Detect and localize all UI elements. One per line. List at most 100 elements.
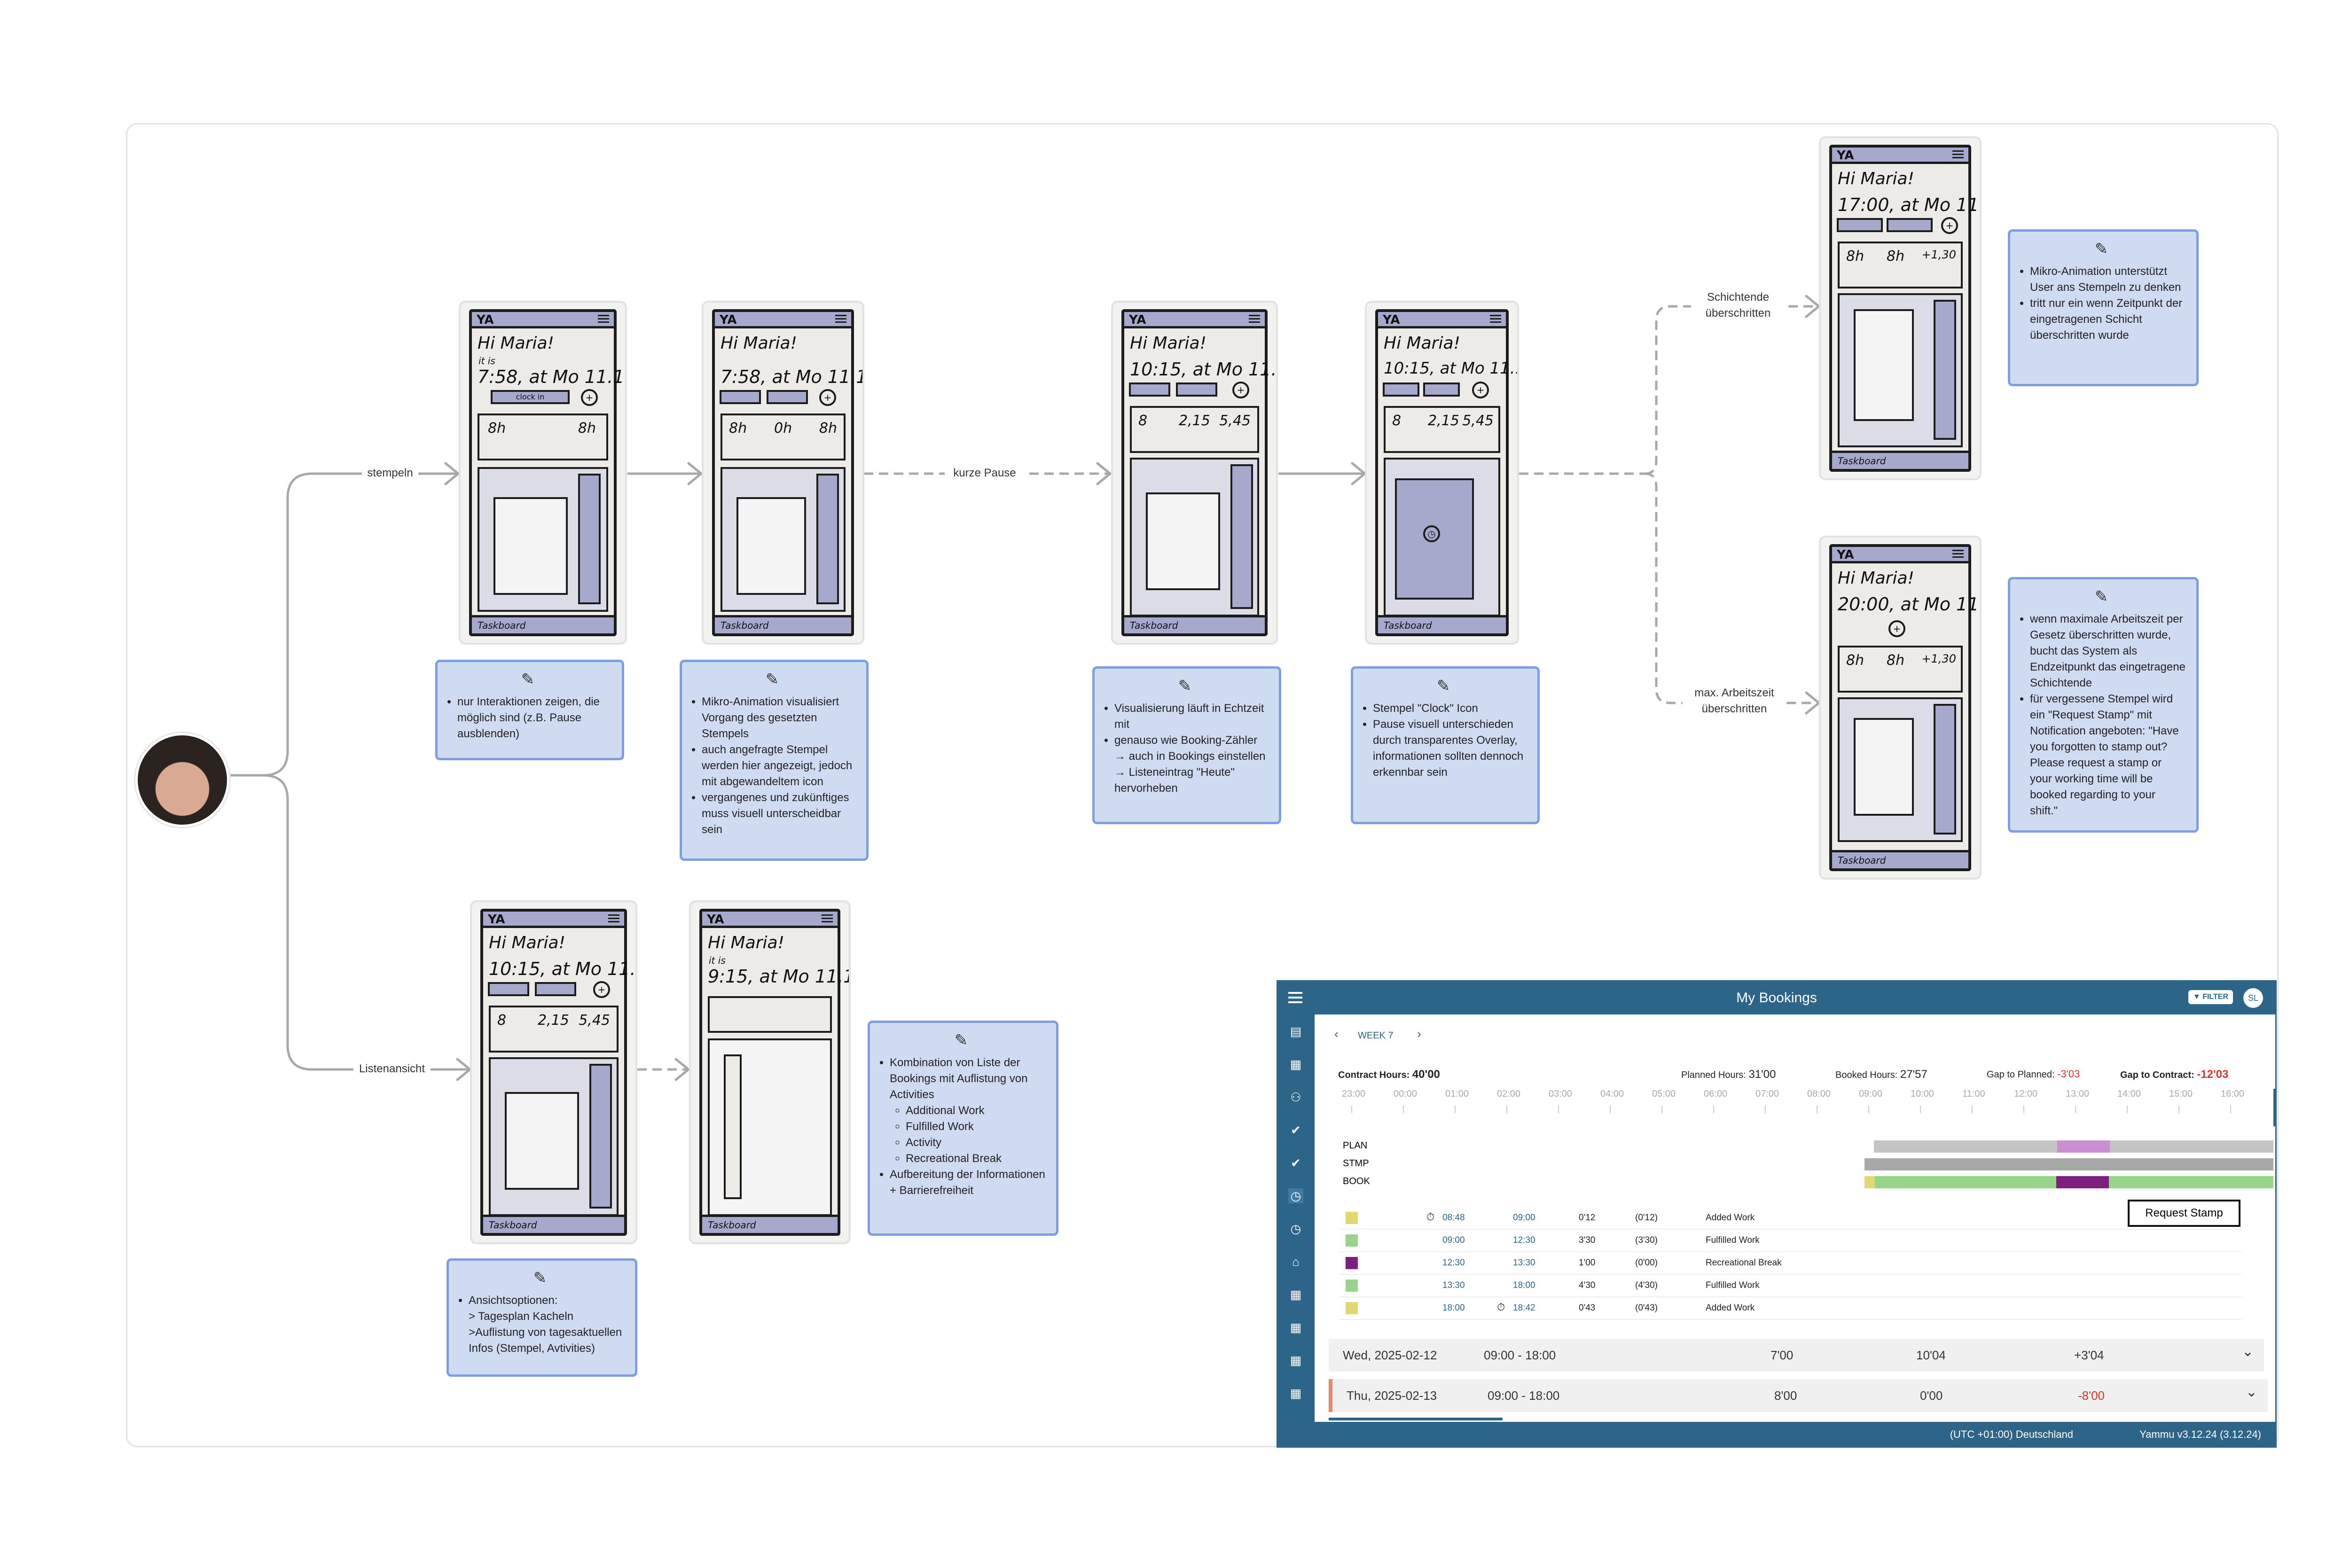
day-date: Wed, 2025-02-12 <box>1343 1348 1437 1362</box>
axis-tick-label: 02:00 <box>1497 1089 1521 1099</box>
chevron-down-icon[interactable]: ⌄ <box>2241 1344 2254 1359</box>
book-added-bar <box>1864 1176 1875 1188</box>
edge-label-kurze-pause: kurze Pause <box>945 465 1025 481</box>
recorded-duration: (4'30) <box>1635 1280 1658 1290</box>
user-avatar-button[interactable]: SL <box>2243 988 2263 1008</box>
axis-tick <box>2230 1106 2231 1113</box>
sketch-greeting: Hi Maria! <box>1838 569 1914 588</box>
start-time: 12:30 <box>1442 1258 1465 1268</box>
activity-type: Fulfilled Work <box>1706 1280 1760 1290</box>
week-label: WEEK 7 <box>1358 1030 1394 1041</box>
note-subitem: Additional Work <box>906 1103 1046 1119</box>
edge-label-listenansicht: Listenansicht <box>353 1061 431 1077</box>
recorded-duration: (0'00) <box>1635 1258 1658 1268</box>
menu-icon[interactable] <box>1288 992 1302 994</box>
dashboard-icon[interactable]: ▤ <box>1290 1024 1302 1038</box>
sketch-greeting: Hi Maria! <box>489 933 565 952</box>
note-shift-reminder: ✎ Mikro-Animation unterstützt User ans S… <box>2008 229 2199 386</box>
sketch-taskboard: Taskboard <box>1124 615 1265 633</box>
axis-tick <box>1558 1106 1559 1113</box>
note-item: Visualisierung läuft in Echtzeit mit <box>1114 701 1269 733</box>
plan-break-bar <box>2057 1140 2110 1153</box>
axis-tick-label: 07:00 <box>1755 1089 1779 1099</box>
recorded-duration: (3'30) <box>1635 1235 1658 1245</box>
prev-week-icon[interactable]: ‹ <box>1334 1027 1339 1041</box>
sketch-list <box>721 467 846 612</box>
note-item: Ansichtsoptionen:> Tagesplan Kacheln>Auf… <box>469 1293 625 1357</box>
axis-tick-label: 01:00 <box>1445 1089 1469 1099</box>
lane-label-book: BOOK <box>1343 1176 1370 1186</box>
user-avatar <box>135 733 229 827</box>
calendar-settings-icon[interactable]: ▦ <box>1290 1386 1302 1400</box>
axis-tick <box>1868 1106 1869 1113</box>
axis-tick <box>2127 1106 2128 1113</box>
next-week-icon[interactable]: › <box>1417 1027 1421 1041</box>
check-icon[interactable]: ✔ <box>1291 1123 1301 1137</box>
sketch-time: 17:00, at Mo 11.11.11 <box>1838 195 1980 215</box>
sketch-list <box>489 1057 619 1216</box>
footer-timezone: (UTC +01:00) Deutschland <box>1950 1428 2073 1440</box>
axis-tick-label: 04:00 <box>1600 1089 1624 1099</box>
axis-tick-label: 11:00 <box>1962 1089 1985 1099</box>
sketch-it-is: it is <box>709 955 726 966</box>
duration: 0'43 <box>1579 1303 1596 1313</box>
request-stamp-button[interactable]: Request Stamp <box>2128 1200 2240 1227</box>
bank-icon[interactable]: ⌂ <box>1292 1255 1300 1269</box>
calendar-icon[interactable]: ▦ <box>1290 1057 1302 1071</box>
history-icon[interactable]: ◷ <box>1290 1222 1301 1236</box>
stopwatch-icon: ⏱ <box>1497 1301 1505 1313</box>
sketch-greeting: Hi Maria! <box>1838 169 1914 188</box>
note-item: Mikro-Animation unterstützt User ans Ste… <box>2030 264 2186 296</box>
menu-icon <box>608 914 619 916</box>
lane-label-plan: PLAN <box>1343 1140 1368 1151</box>
sketch-plus-icon: + <box>1941 217 1958 234</box>
menu-icon <box>1249 315 1260 316</box>
sketch-taskboard: Taskboard <box>472 615 614 633</box>
sketch-taskboard: Taskboard <box>1832 451 1968 469</box>
calendar-month-icon[interactable]: ▦ <box>1290 1353 1302 1367</box>
day-booked: 0'00 <box>1920 1389 1943 1403</box>
menu-icon <box>1490 315 1501 316</box>
sketch-shift-reminder: YA Hi Maria! 17:00, at Mo 11.11.11 + 8h8… <box>1819 136 1982 480</box>
sketch-time: 20:00, at Mo 11.11.11 <box>1838 594 1980 615</box>
check-circle-icon[interactable]: ✔ <box>1291 1156 1301 1170</box>
sketch-bar <box>767 390 808 404</box>
activity-type: Recreational Break <box>1706 1258 1782 1268</box>
axis-tick <box>1765 1106 1766 1113</box>
edge-label-stempeln: stempeln <box>362 465 418 481</box>
axis-tick-label: 03:00 <box>1549 1089 1573 1099</box>
sketch-time: 10:15, at Mo 11.11.11 <box>1384 359 1517 378</box>
sketch-taskboard: Taskboard <box>715 615 851 633</box>
pencil-icon: ✎ <box>765 671 779 688</box>
note-interactions: ✎ nur Interaktionen zeigen, die möglich … <box>435 660 624 760</box>
day-planned: 7'00 <box>1770 1348 1794 1362</box>
axis-tick-label: 10:00 <box>1911 1089 1935 1099</box>
menu-icon <box>598 315 609 316</box>
start-time: 09:00 <box>1442 1235 1465 1245</box>
scroll-indicator[interactable] <box>1329 1418 1503 1420</box>
chevron-down-icon[interactable]: ⌄ <box>2245 1384 2257 1400</box>
people-icon[interactable]: ⚇ <box>1290 1090 1301 1104</box>
start-time: 08:48 <box>1442 1213 1465 1223</box>
calendar-list-icon[interactable]: ▦ <box>1290 1320 1302 1334</box>
sketch-plus-icon: + <box>1472 382 1489 398</box>
note-item: für vergessene Stempel wird ein "Request… <box>2030 691 2186 819</box>
end-time: 18:00 <box>1513 1280 1535 1290</box>
calendar-check-icon[interactable]: ▦ <box>1290 1287 1302 1302</box>
filter-button[interactable]: ▼ FILTER <box>2188 990 2233 1004</box>
axis-tick <box>1455 1106 1456 1113</box>
activity-color-swatch <box>1346 1302 1358 1314</box>
clock-icon[interactable]: ◷ <box>1288 1188 1303 1203</box>
sketch-bar <box>1129 382 1170 397</box>
day-gap: +3'04 <box>2074 1348 2104 1362</box>
pencil-icon: ✎ <box>521 671 535 688</box>
